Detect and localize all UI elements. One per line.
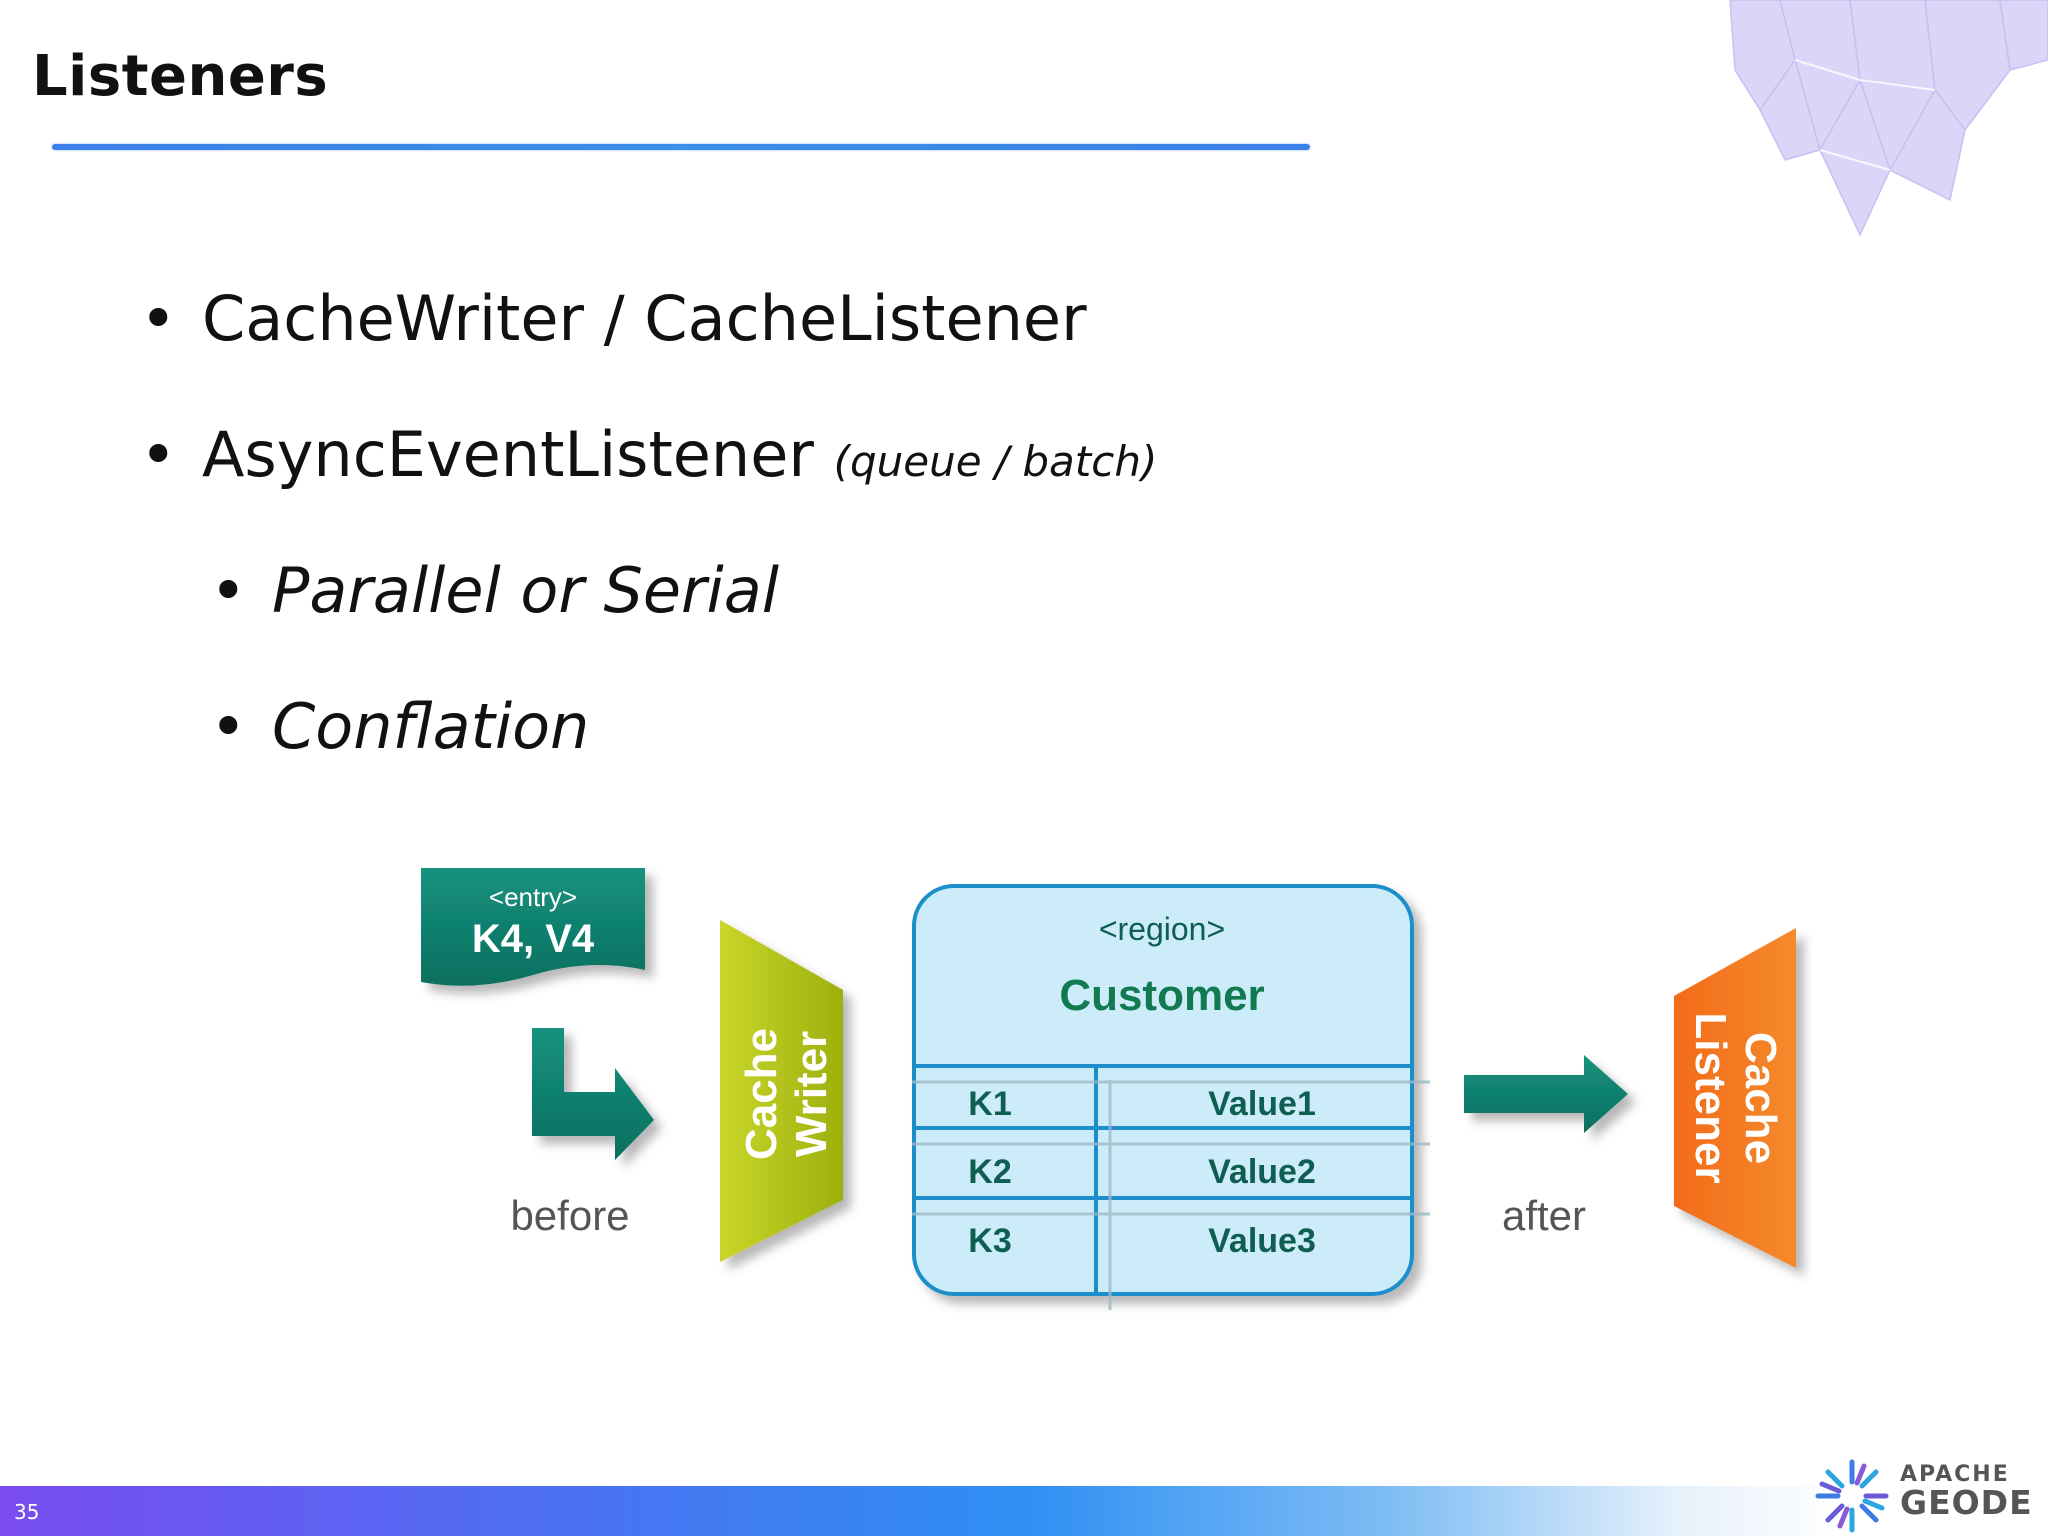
bullet-conflation: • Conflation (210, 690, 589, 763)
row-key: K1 (968, 1085, 1011, 1123)
entry-tag: <entry> (489, 882, 577, 912)
bullet-text: CacheWriter / CacheListener (202, 282, 1087, 355)
cache-writer-line2: Writer (787, 1031, 836, 1157)
bullet-note: (queue / batch) (833, 437, 1158, 486)
cache-listener-line1: Cache (1736, 1032, 1785, 1164)
apache-geode-logo: APACHE GEODE (1815, 1459, 2033, 1533)
entry-value: K4, V4 (472, 917, 595, 961)
bullet-asynceventlistener: • AsyncEventListener (queue / batch) (140, 418, 1157, 491)
after-label: after (1502, 1192, 1586, 1239)
bullet-marker: • (140, 282, 177, 355)
entry-document: <entry> K4, V4 (421, 868, 645, 986)
row-key: K3 (968, 1222, 1011, 1260)
bullet-text: AsyncEventListener (202, 418, 814, 491)
geode-burst-icon (1815, 1459, 1889, 1533)
bullet-text: Parallel or Serial (272, 554, 779, 627)
row-value: Value2 (1208, 1153, 1316, 1191)
logo-line1: APACHE (1900, 1462, 2010, 1487)
region-customer: <region> Customer K1 Value1 K2 Value2 K3… (912, 884, 1430, 1310)
slide-title: Listeners (32, 44, 329, 109)
after-arrow-icon (1464, 1055, 1628, 1133)
bullet-text: Conflation (272, 690, 590, 763)
before-label: before (510, 1192, 629, 1239)
title-underline (52, 144, 1310, 150)
row-key: K2 (968, 1153, 1011, 1191)
bullet-marker: • (210, 554, 247, 627)
crystal-decoration-icon (1729, 0, 2048, 237)
region-tag: <region> (1099, 911, 1225, 947)
cache-writer-line1: Cache (737, 1028, 786, 1160)
region-name: Customer (1059, 971, 1264, 1020)
cache-listener-line2: Listener (1686, 1012, 1735, 1183)
page-number: 35 (14, 1500, 40, 1524)
bullet-marker: • (210, 690, 247, 763)
row-value: Value3 (1208, 1222, 1316, 1260)
footer-bar (0, 1486, 2048, 1536)
row-value: Value1 (1208, 1085, 1316, 1123)
cache-writer-block: Cache Writer (720, 920, 843, 1262)
cache-listener-block: Cache Listener (1674, 928, 1796, 1268)
bullet-cachewriter-cachelistener: • CacheWriter / CacheListener (140, 282, 1087, 355)
bullet-parallel-or-serial: • Parallel or Serial (210, 554, 779, 627)
before-arrow-icon (532, 1028, 654, 1160)
logo-line2: GEODE (1900, 1483, 2033, 1522)
bullet-marker: • (140, 418, 177, 491)
